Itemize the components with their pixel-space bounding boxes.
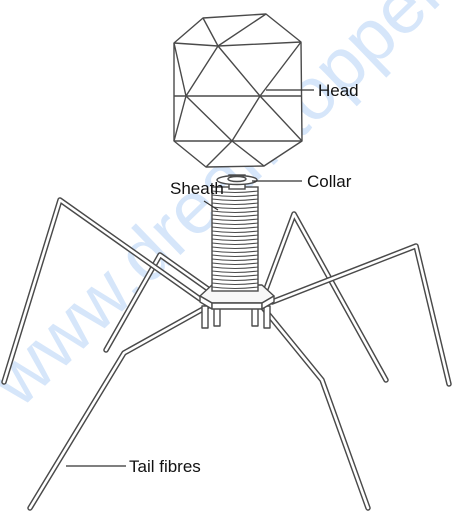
label-sheath: Sheath [170,179,224,198]
tail-fibre-front-right [260,304,368,508]
label-tail-fibres-group: Tail fibres [66,457,201,476]
label-collar: Collar [307,172,352,191]
tail-sheath [212,187,258,291]
base-pin [202,306,208,328]
base-pin [264,306,270,328]
label-head: Head [318,81,359,100]
label-tail-fibres: Tail fibres [129,457,201,476]
